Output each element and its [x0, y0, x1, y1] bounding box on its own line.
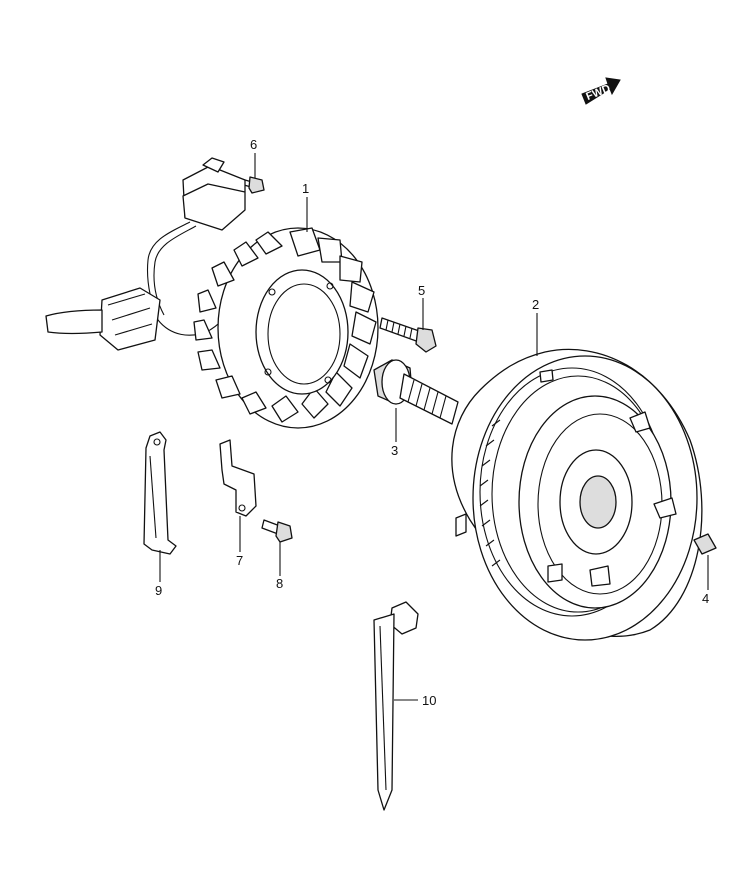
stator-assembly-part-1	[45, 157, 379, 429]
part-number-10: 10	[422, 693, 437, 708]
rotor-part-2	[451, 348, 703, 641]
part-number-5: 5	[418, 283, 426, 298]
bracket-part-9	[143, 431, 177, 555]
part-number-9: 9	[155, 583, 163, 598]
part-number-6: 6	[250, 137, 258, 152]
part-number-2: 2	[532, 297, 540, 312]
bolt-part-5	[379, 317, 437, 353]
part-number-7: 7	[236, 553, 244, 568]
fwd-arrow-icon: FWD	[581, 77, 621, 105]
part-number-3: 3	[391, 443, 399, 458]
fwd-label: FWD	[584, 82, 612, 103]
bolt-part-3	[373, 359, 459, 425]
woodruff-key-part-4	[693, 533, 717, 555]
part-number-8: 8	[276, 576, 284, 591]
part-number-1: 1	[302, 181, 310, 196]
bracket-part-7	[219, 439, 257, 517]
cable-tie-part-10	[373, 601, 419, 811]
part-number-4: 4	[702, 591, 710, 606]
leader-lines	[159, 153, 709, 701]
screw-part-8	[261, 519, 293, 543]
